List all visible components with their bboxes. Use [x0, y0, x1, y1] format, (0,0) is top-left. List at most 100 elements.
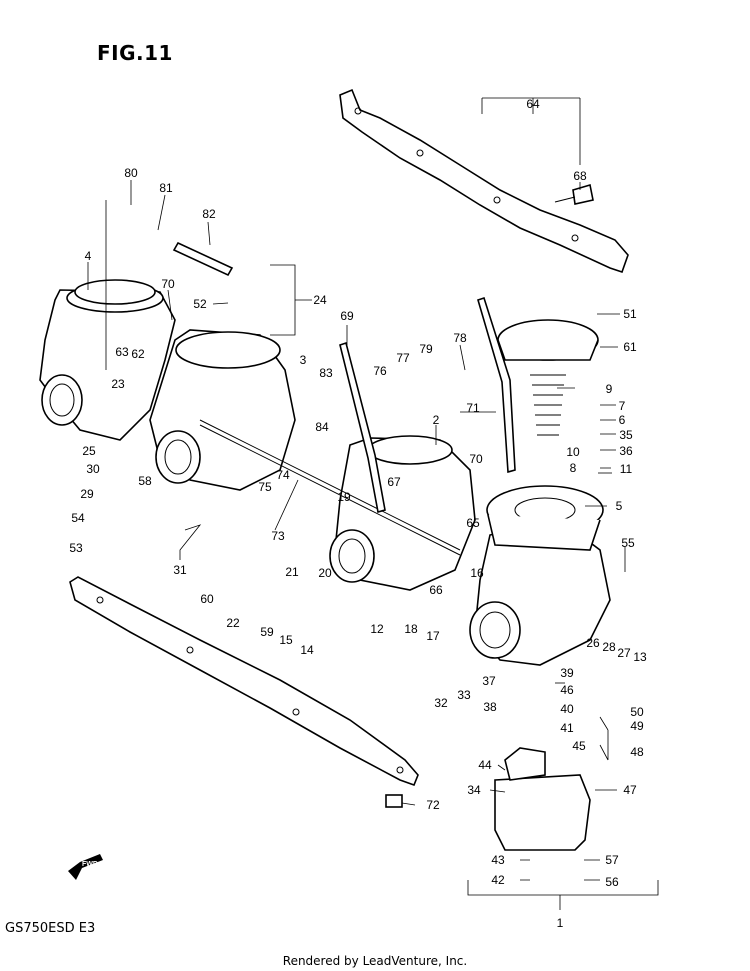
callout-2: 2: [433, 413, 440, 427]
callout-12: 12: [370, 622, 384, 636]
callout-36: 36: [619, 444, 633, 458]
callout-23: 23: [111, 377, 125, 391]
diaphragm-piston: [486, 485, 604, 551]
callout-35: 35: [619, 428, 633, 442]
callout-73: 73: [271, 529, 285, 543]
callout-1: 1: [557, 916, 564, 930]
callout-54: 54: [71, 511, 85, 525]
callout-60: 60: [200, 592, 214, 606]
callout-67: 67: [387, 475, 401, 489]
callout-55: 55: [621, 536, 635, 550]
carburetor-right-2: [469, 519, 611, 666]
callout-9: 9: [606, 382, 613, 396]
callout-48: 48: [630, 745, 644, 759]
fwd-arrow: FWD: [68, 854, 103, 880]
callout-44: 44: [478, 758, 492, 772]
callout-45: 45: [572, 739, 586, 753]
callout-15: 15: [279, 633, 293, 647]
callout-78: 78: [453, 331, 467, 345]
callout-38: 38: [483, 700, 497, 714]
callout-81: 81: [159, 181, 173, 195]
callout-21: 21: [285, 565, 299, 579]
carburetor-right-1: [329, 435, 476, 591]
callout-61: 61: [623, 340, 637, 354]
callout-51: 51: [623, 307, 637, 321]
callout-5: 5: [616, 499, 623, 513]
callout-37: 37: [482, 674, 496, 688]
footer-credit: Rendered by LeadVenture, Inc.: [282, 954, 468, 968]
callout-33: 33: [457, 688, 471, 702]
callout-50: 50: [630, 705, 644, 719]
callout-62: 62: [131, 347, 145, 361]
bolt-68: [554, 183, 594, 205]
callout-65: 65: [466, 516, 480, 530]
callout-47: 47: [623, 783, 637, 797]
callout-25: 25: [82, 444, 96, 458]
callout-22: 22: [226, 616, 240, 630]
callout-42: 42: [491, 873, 505, 887]
callout-57: 57: [605, 853, 619, 867]
callout-43: 43: [491, 853, 505, 867]
callout-27: 27: [617, 646, 631, 660]
callout-labels: 64 68 80 81 82 4 70 52 24 69 78 51 63 62…: [69, 97, 647, 930]
callout-8: 8: [570, 461, 577, 475]
callout-19: 19: [337, 490, 351, 504]
callout-18: 18: [404, 622, 418, 636]
callout-32: 32: [434, 696, 448, 710]
callout-4: 4: [85, 249, 92, 263]
carburetor-left-1: [39, 279, 176, 441]
callout-29: 29: [80, 487, 94, 501]
callout-24: 24: [313, 293, 327, 307]
callout-13: 13: [633, 650, 647, 664]
callout-68: 68: [573, 169, 587, 183]
callout-52: 52: [193, 297, 207, 311]
callout-59: 59: [260, 625, 274, 639]
callout-46: 46: [560, 683, 574, 697]
callout-83: 83: [319, 366, 333, 380]
callout-28: 28: [602, 640, 616, 654]
callout-41: 41: [560, 721, 574, 735]
callout-53: 53: [69, 541, 83, 555]
callout-66: 66: [429, 583, 443, 597]
callout-49: 49: [630, 719, 644, 733]
callout-63: 63: [115, 345, 129, 359]
callout-34: 34: [467, 783, 481, 797]
callout-72: 72: [426, 798, 440, 812]
upper-mounting-plate: [339, 88, 629, 274]
callout-84: 84: [315, 420, 329, 434]
callout-69: 69: [340, 309, 354, 323]
callout-6: 6: [619, 413, 626, 427]
callout-39: 39: [560, 666, 574, 680]
callout-20: 20: [318, 566, 332, 580]
callout-82: 82: [202, 207, 216, 221]
callout-70-lower: 70: [469, 452, 483, 466]
callout-71: 71: [466, 401, 480, 415]
lower-mounting-plate: [69, 576, 419, 787]
callout-56: 56: [605, 875, 619, 889]
callout-80: 80: [124, 166, 138, 180]
model-code: GS750ESD E3: [5, 921, 96, 936]
callout-17: 17: [426, 629, 440, 643]
diaphragm-cover: [497, 319, 599, 361]
callout-31: 31: [173, 563, 187, 577]
callout-10: 10: [566, 445, 580, 459]
drain-bolt-72: [385, 794, 403, 808]
callout-74: 74: [276, 468, 290, 482]
callout-14: 14: [300, 643, 314, 657]
pilot-screw: [172, 241, 234, 277]
callout-16: 16: [470, 566, 484, 580]
vent-hoses: [339, 296, 516, 514]
fwd-arrow-label: FWD: [82, 861, 98, 868]
callout-26: 26: [586, 636, 600, 650]
callout-3: 3: [300, 353, 307, 367]
callout-30: 30: [86, 462, 100, 476]
callout-58: 58: [138, 474, 152, 488]
callout-79: 79: [419, 342, 433, 356]
float-bowl: [494, 747, 591, 851]
callout-11: 11: [620, 462, 633, 476]
leader-lines: [87, 97, 659, 910]
throttle-shaft: [199, 419, 461, 556]
callout-40: 40: [560, 702, 574, 716]
